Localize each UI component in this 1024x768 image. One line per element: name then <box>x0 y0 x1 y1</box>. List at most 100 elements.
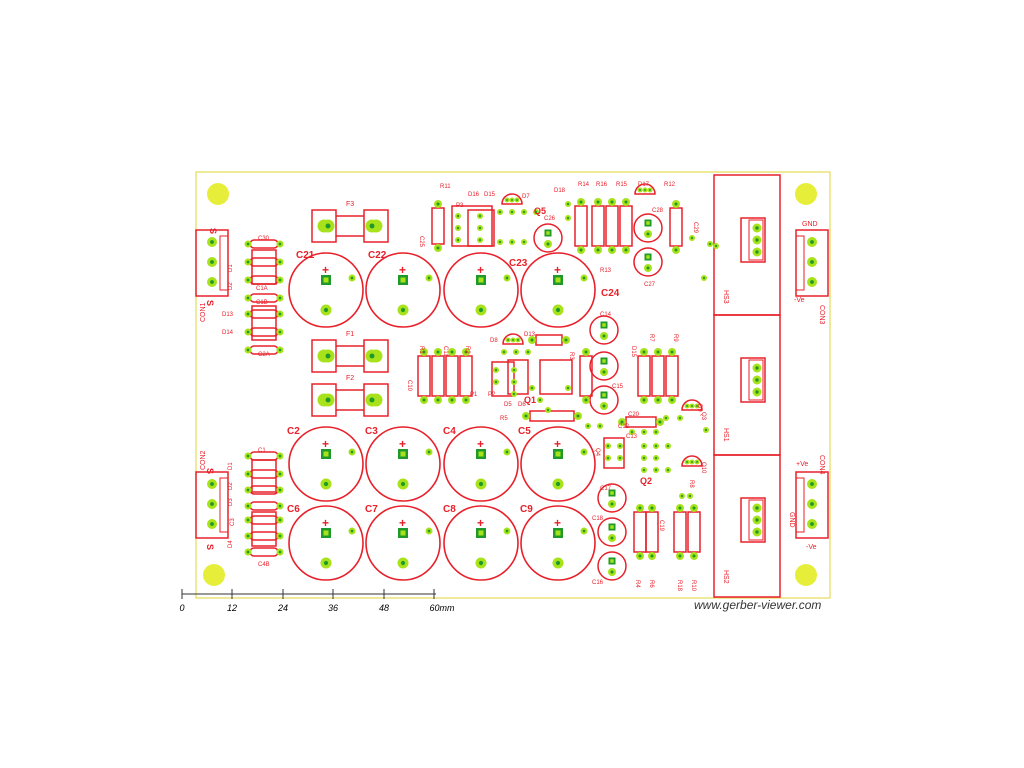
capacitor-c22 <box>365 252 441 328</box>
label-c3: C3 <box>230 518 236 526</box>
label-gnd: GND <box>788 512 795 528</box>
label-s: S <box>208 228 218 234</box>
label-r3: R3 <box>568 352 574 360</box>
cap-aux-pad-drill <box>350 276 354 280</box>
transistor-tab <box>748 219 764 261</box>
label-c26: C26 <box>544 216 556 222</box>
connector-pin-drill <box>810 240 814 244</box>
connector-lip <box>795 477 805 533</box>
via-drill <box>526 350 530 354</box>
cap-round-pad-drill <box>555 307 561 313</box>
label-c19: C19 <box>658 520 664 532</box>
label-r16: R16 <box>596 182 608 188</box>
label-d14: D14 <box>222 330 234 336</box>
resistor-pad-drill <box>584 350 588 354</box>
label-ve: -Ve <box>794 297 805 304</box>
label-d16: D16 <box>468 192 480 198</box>
label-r10: R10 <box>690 580 696 592</box>
label-d6: D6 <box>518 402 526 408</box>
label-d1: D1 <box>228 462 234 470</box>
resistor-pad-drill <box>678 506 682 510</box>
label-c13: C13 <box>626 434 638 440</box>
via-drill <box>664 416 668 420</box>
via-drill <box>654 468 658 472</box>
resistor-pad-drill <box>620 420 624 424</box>
small-cap-c15 <box>589 351 619 381</box>
resistor-pad-drill <box>650 554 654 558</box>
label-c29: C29 <box>692 222 698 234</box>
resistor-13 <box>665 355 679 397</box>
to92-transistor <box>681 399 703 411</box>
resistor-3 <box>605 205 619 247</box>
label-c30: C30 <box>258 236 270 242</box>
via-drill <box>538 398 542 402</box>
bridge-block-low1 <box>251 459 277 493</box>
connector-pin-drill <box>210 260 214 264</box>
diode-strip-2 <box>249 275 279 285</box>
resistor-pad-drill <box>692 506 696 510</box>
label-gnd: GND <box>802 221 818 228</box>
label-c11: C11 <box>442 346 448 357</box>
label-p2: P2 <box>488 392 496 398</box>
cap-square-pad-center <box>555 277 561 283</box>
label-c2a: C2A <box>258 352 270 358</box>
label-c1a: C1A <box>256 286 268 292</box>
label-connector: CON4 <box>818 455 825 475</box>
connector-pin-drill <box>810 522 814 526</box>
resistor-15 <box>645 511 659 553</box>
label-c28: C28 <box>652 208 664 214</box>
cap-round-pad-drill <box>478 307 484 313</box>
resistor-pad-drill <box>450 398 454 402</box>
via-drill <box>714 244 718 248</box>
via-drill <box>534 210 538 214</box>
diode-strip-13 <box>249 547 279 557</box>
connector-pin-drill <box>810 502 814 506</box>
to92-transistor <box>502 333 524 345</box>
connector-pin-drill <box>210 280 214 284</box>
label-c25: C25 <box>418 236 424 248</box>
strip-pad-drill <box>246 454 250 458</box>
capacitor-c24 <box>520 252 596 328</box>
resistor-14 <box>633 511 647 553</box>
label-s: S <box>205 468 215 474</box>
label-r8: R8 <box>688 480 694 488</box>
resistor-d13 <box>535 334 563 346</box>
strip-pad-drill <box>278 454 282 458</box>
label-q10: Q10 <box>700 462 706 474</box>
resistor-pad-drill <box>464 350 468 354</box>
diode-strip-4 <box>249 309 279 319</box>
plus-mark: + <box>399 516 406 530</box>
small-cap-pad-drill <box>646 266 650 270</box>
via-drill <box>642 468 646 472</box>
via-drill <box>702 276 706 280</box>
mounting-hole-1 <box>207 183 229 205</box>
label-fuse: F1 <box>346 331 354 338</box>
via-drill <box>498 210 502 214</box>
cap-round-pad-drill <box>555 481 561 487</box>
transistor-pin-drill <box>755 250 759 254</box>
resistor-1 <box>574 205 588 247</box>
to92-transistor <box>634 183 656 195</box>
strip-pad-drill <box>278 296 282 300</box>
fuse-pad-drill <box>325 223 331 229</box>
via-drill <box>642 444 646 448</box>
label-c17: C17 <box>600 486 612 492</box>
via-drill <box>666 468 670 472</box>
label-fuse: F3 <box>346 201 354 208</box>
resistor-pad-drill <box>450 350 454 354</box>
to92-pin-drill <box>506 199 508 201</box>
component-block-3 <box>507 359 529 395</box>
cap-square-pad-center <box>400 451 406 457</box>
connector-pin-drill <box>210 240 214 244</box>
label-d13b: D13 <box>222 312 234 318</box>
resistor-pad-drill <box>436 398 440 402</box>
fuse-holder-right <box>363 383 389 417</box>
label-q4: Q4 <box>594 448 600 457</box>
label-c24: C24 <box>601 288 620 299</box>
cap-square-pad-center <box>478 451 484 457</box>
label-c22: C22 <box>368 250 387 261</box>
cap-aux-pad-drill <box>505 450 509 454</box>
label-q5: Q5 <box>534 206 546 216</box>
via-drill <box>566 386 570 390</box>
resistor-pad-drill <box>610 200 614 204</box>
